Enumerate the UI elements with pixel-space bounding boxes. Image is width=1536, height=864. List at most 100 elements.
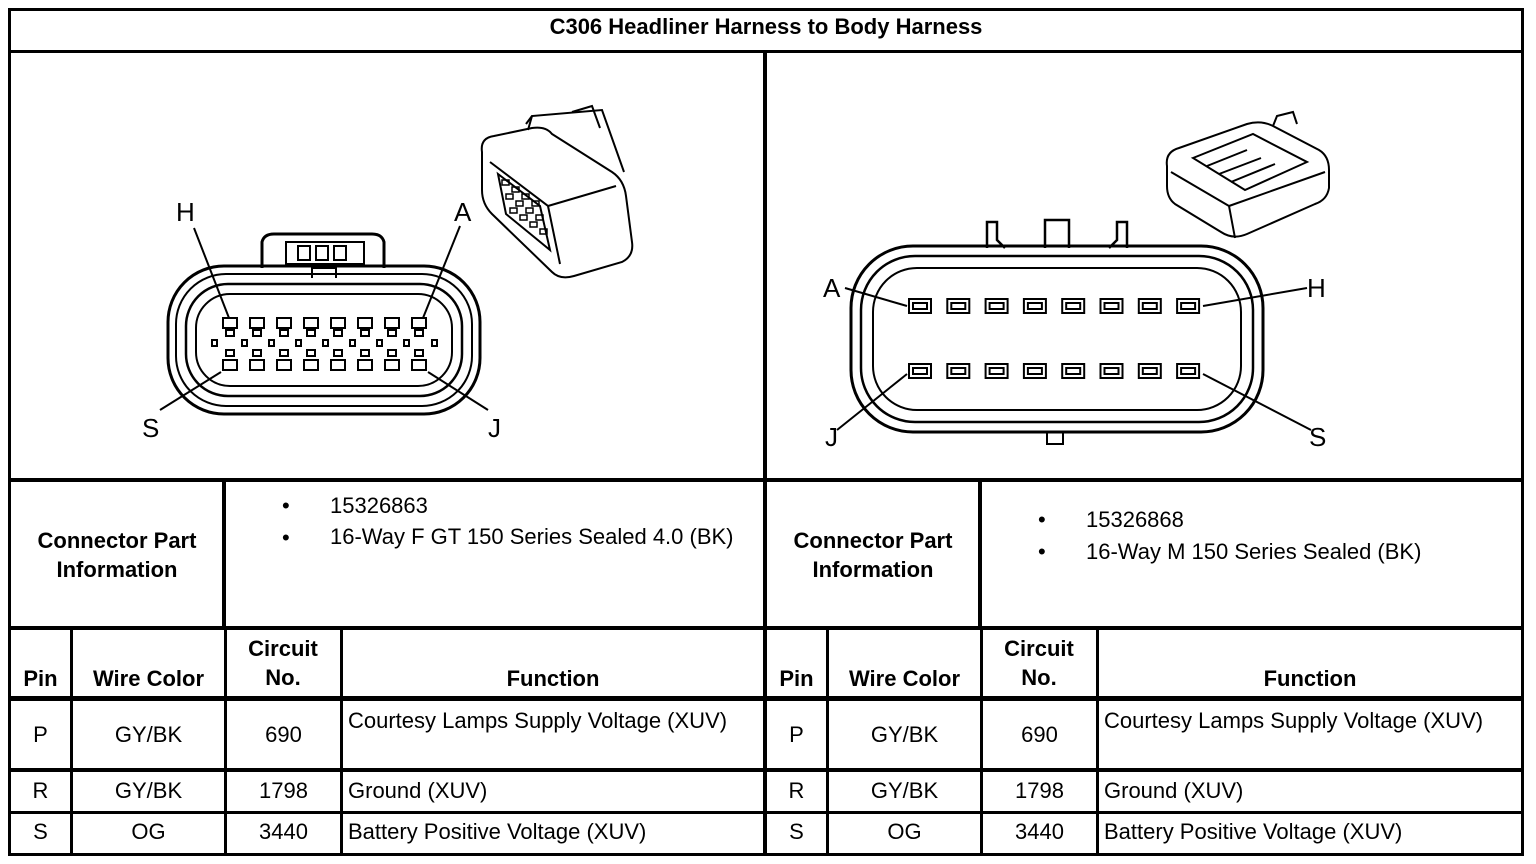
- table-cell-circuit: 3440: [259, 819, 308, 844]
- terminal-inner: [1180, 367, 1197, 375]
- table-cell-function: Courtesy Lamps Supply Voltage (XUV): [1104, 708, 1484, 733]
- terminal: [1137, 363, 1162, 379]
- pin-cavity-latch: [360, 329, 370, 337]
- connector-part-info-label-right: Connector Part Information: [793, 528, 953, 582]
- table-cell-circuit: 1798: [259, 778, 308, 803]
- pin-cavity: [411, 317, 427, 329]
- col-header-wire-color: Wire Color: [92, 666, 205, 691]
- pin-cavity: [411, 359, 427, 371]
- pin-cavity-divider: [322, 339, 329, 347]
- terminal-inner: [950, 302, 967, 310]
- pin-cavity-latch: [414, 349, 424, 357]
- terminal: [1022, 298, 1047, 314]
- pin-cavity-latch: [279, 349, 289, 357]
- part-info-item: • 16-Way F GT 150 Series Sealed 4.0 (BK): [282, 524, 734, 550]
- pin-cavity-latch: [225, 329, 235, 337]
- table-cell-circuit: 690: [1021, 722, 1058, 747]
- part-info-list-right: • 15326868 • 16-Way M 150 Series Sealed …: [984, 504, 1518, 568]
- terminal: [946, 298, 971, 314]
- pin-cavity: [222, 317, 238, 329]
- terminal-inner: [950, 367, 967, 375]
- pin-cavity-latch: [333, 349, 343, 357]
- terminal: [1176, 298, 1201, 314]
- pin-cavity-divider: [431, 339, 438, 347]
- frame-left: [8, 8, 11, 856]
- pin-label-a: A: [454, 197, 472, 227]
- connector-part-info-label-left: Connector Part Information: [37, 528, 197, 582]
- terminal: [1137, 298, 1162, 314]
- terminal: [1099, 298, 1124, 314]
- pin-cavity-latch: [279, 329, 289, 337]
- table-cell-wire-color: OG: [131, 819, 166, 844]
- terminal: [1061, 363, 1086, 379]
- col-header-wire-color: Wire Color: [848, 666, 961, 691]
- table-vline-l2: [224, 628, 227, 855]
- col-header-function: Function: [506, 666, 600, 691]
- table-cell-function: Courtesy Lamps Supply Voltage (XUV): [348, 708, 728, 733]
- pin-cavity-latch: [225, 349, 235, 357]
- pin-cavity-divider: [295, 339, 302, 347]
- pin-cavity: [249, 359, 265, 371]
- table-cell-wire-color: GY/BK: [870, 778, 939, 803]
- center-divider: [763, 50, 767, 856]
- pin-cavity: [303, 317, 319, 329]
- pin-cavity: [384, 317, 400, 329]
- pin-cavity-latch: [252, 349, 262, 357]
- col-header-pin: Pin: [779, 666, 814, 691]
- pin-cavity: [330, 317, 346, 329]
- table-cell-function: Ground (XUV): [348, 778, 488, 803]
- terminal: [908, 363, 932, 379]
- pin-label-s: S: [142, 413, 159, 443]
- table-cell-wire-color: GY/BK: [114, 722, 183, 747]
- terminal: [1022, 363, 1047, 379]
- pin-cavity-latch: [252, 329, 262, 337]
- female-connector-3d-icon: [480, 104, 634, 279]
- pin-label-j: J: [488, 413, 501, 443]
- part-info-item: • 15326863: [282, 493, 428, 518]
- terminal: [946, 363, 971, 379]
- frame-top: [8, 8, 1524, 11]
- terminal-inner: [988, 367, 1005, 375]
- pin-label-h-male: H: [1307, 273, 1326, 303]
- row-divider-2: [8, 811, 1524, 814]
- part-info-item: • 15326868: [1038, 507, 1184, 532]
- terminal: [1176, 363, 1201, 379]
- pin-cavity: [276, 359, 292, 371]
- pin-cavity: [357, 317, 373, 329]
- table-cell-wire-color: GY/BK: [114, 778, 183, 803]
- pin-cavity-latch: [387, 329, 397, 337]
- table-cell-function: Battery Positive Voltage (XUV): [348, 819, 647, 844]
- col-header-circuit: Circuit No.: [1004, 636, 1074, 690]
- terminal-inner: [1026, 367, 1043, 375]
- pin-cavity-divider: [349, 339, 356, 347]
- pin-cavity: [330, 359, 346, 371]
- table-cell-pin: R: [32, 778, 49, 803]
- diagram-divider: [8, 478, 1524, 482]
- part-info-list-left: • 15326863 • 16-Way F GT 150 Series Seal…: [228, 490, 758, 552]
- info-vline-left: [222, 480, 226, 628]
- table-vline-r2: [980, 628, 983, 855]
- table-cell-pin: P: [33, 722, 48, 747]
- pin-label-a-male: A: [823, 273, 841, 303]
- terminal-inner: [1026, 302, 1043, 310]
- table-cell-function: Battery Positive Voltage (XUV): [1104, 819, 1403, 844]
- col-header-pin: Pin: [23, 666, 58, 691]
- table-cell-circuit: 1798: [1015, 778, 1064, 803]
- info-divider: [8, 626, 1524, 630]
- terminal: [1099, 363, 1124, 379]
- pin-cavity-latch: [333, 329, 343, 337]
- terminal: [1061, 298, 1086, 314]
- pin-cavity: [303, 359, 319, 371]
- row-divider-1: [8, 768, 1524, 772]
- pin-cavity: [384, 359, 400, 371]
- terminal: [984, 363, 1009, 379]
- col-header-circuit: Circuit No.: [248, 636, 318, 690]
- part-info-item: • 16-Way M 150 Series Sealed (BK): [1038, 539, 1422, 564]
- info-vline-right: [978, 480, 982, 628]
- table-cell-circuit: 3440: [1015, 819, 1064, 844]
- header-divider: [8, 696, 1524, 701]
- page-title: C306 Headliner Harness to Body Harness: [549, 14, 983, 39]
- table-cell-pin: S: [789, 819, 804, 844]
- pin-label-s-male: S: [1309, 422, 1326, 452]
